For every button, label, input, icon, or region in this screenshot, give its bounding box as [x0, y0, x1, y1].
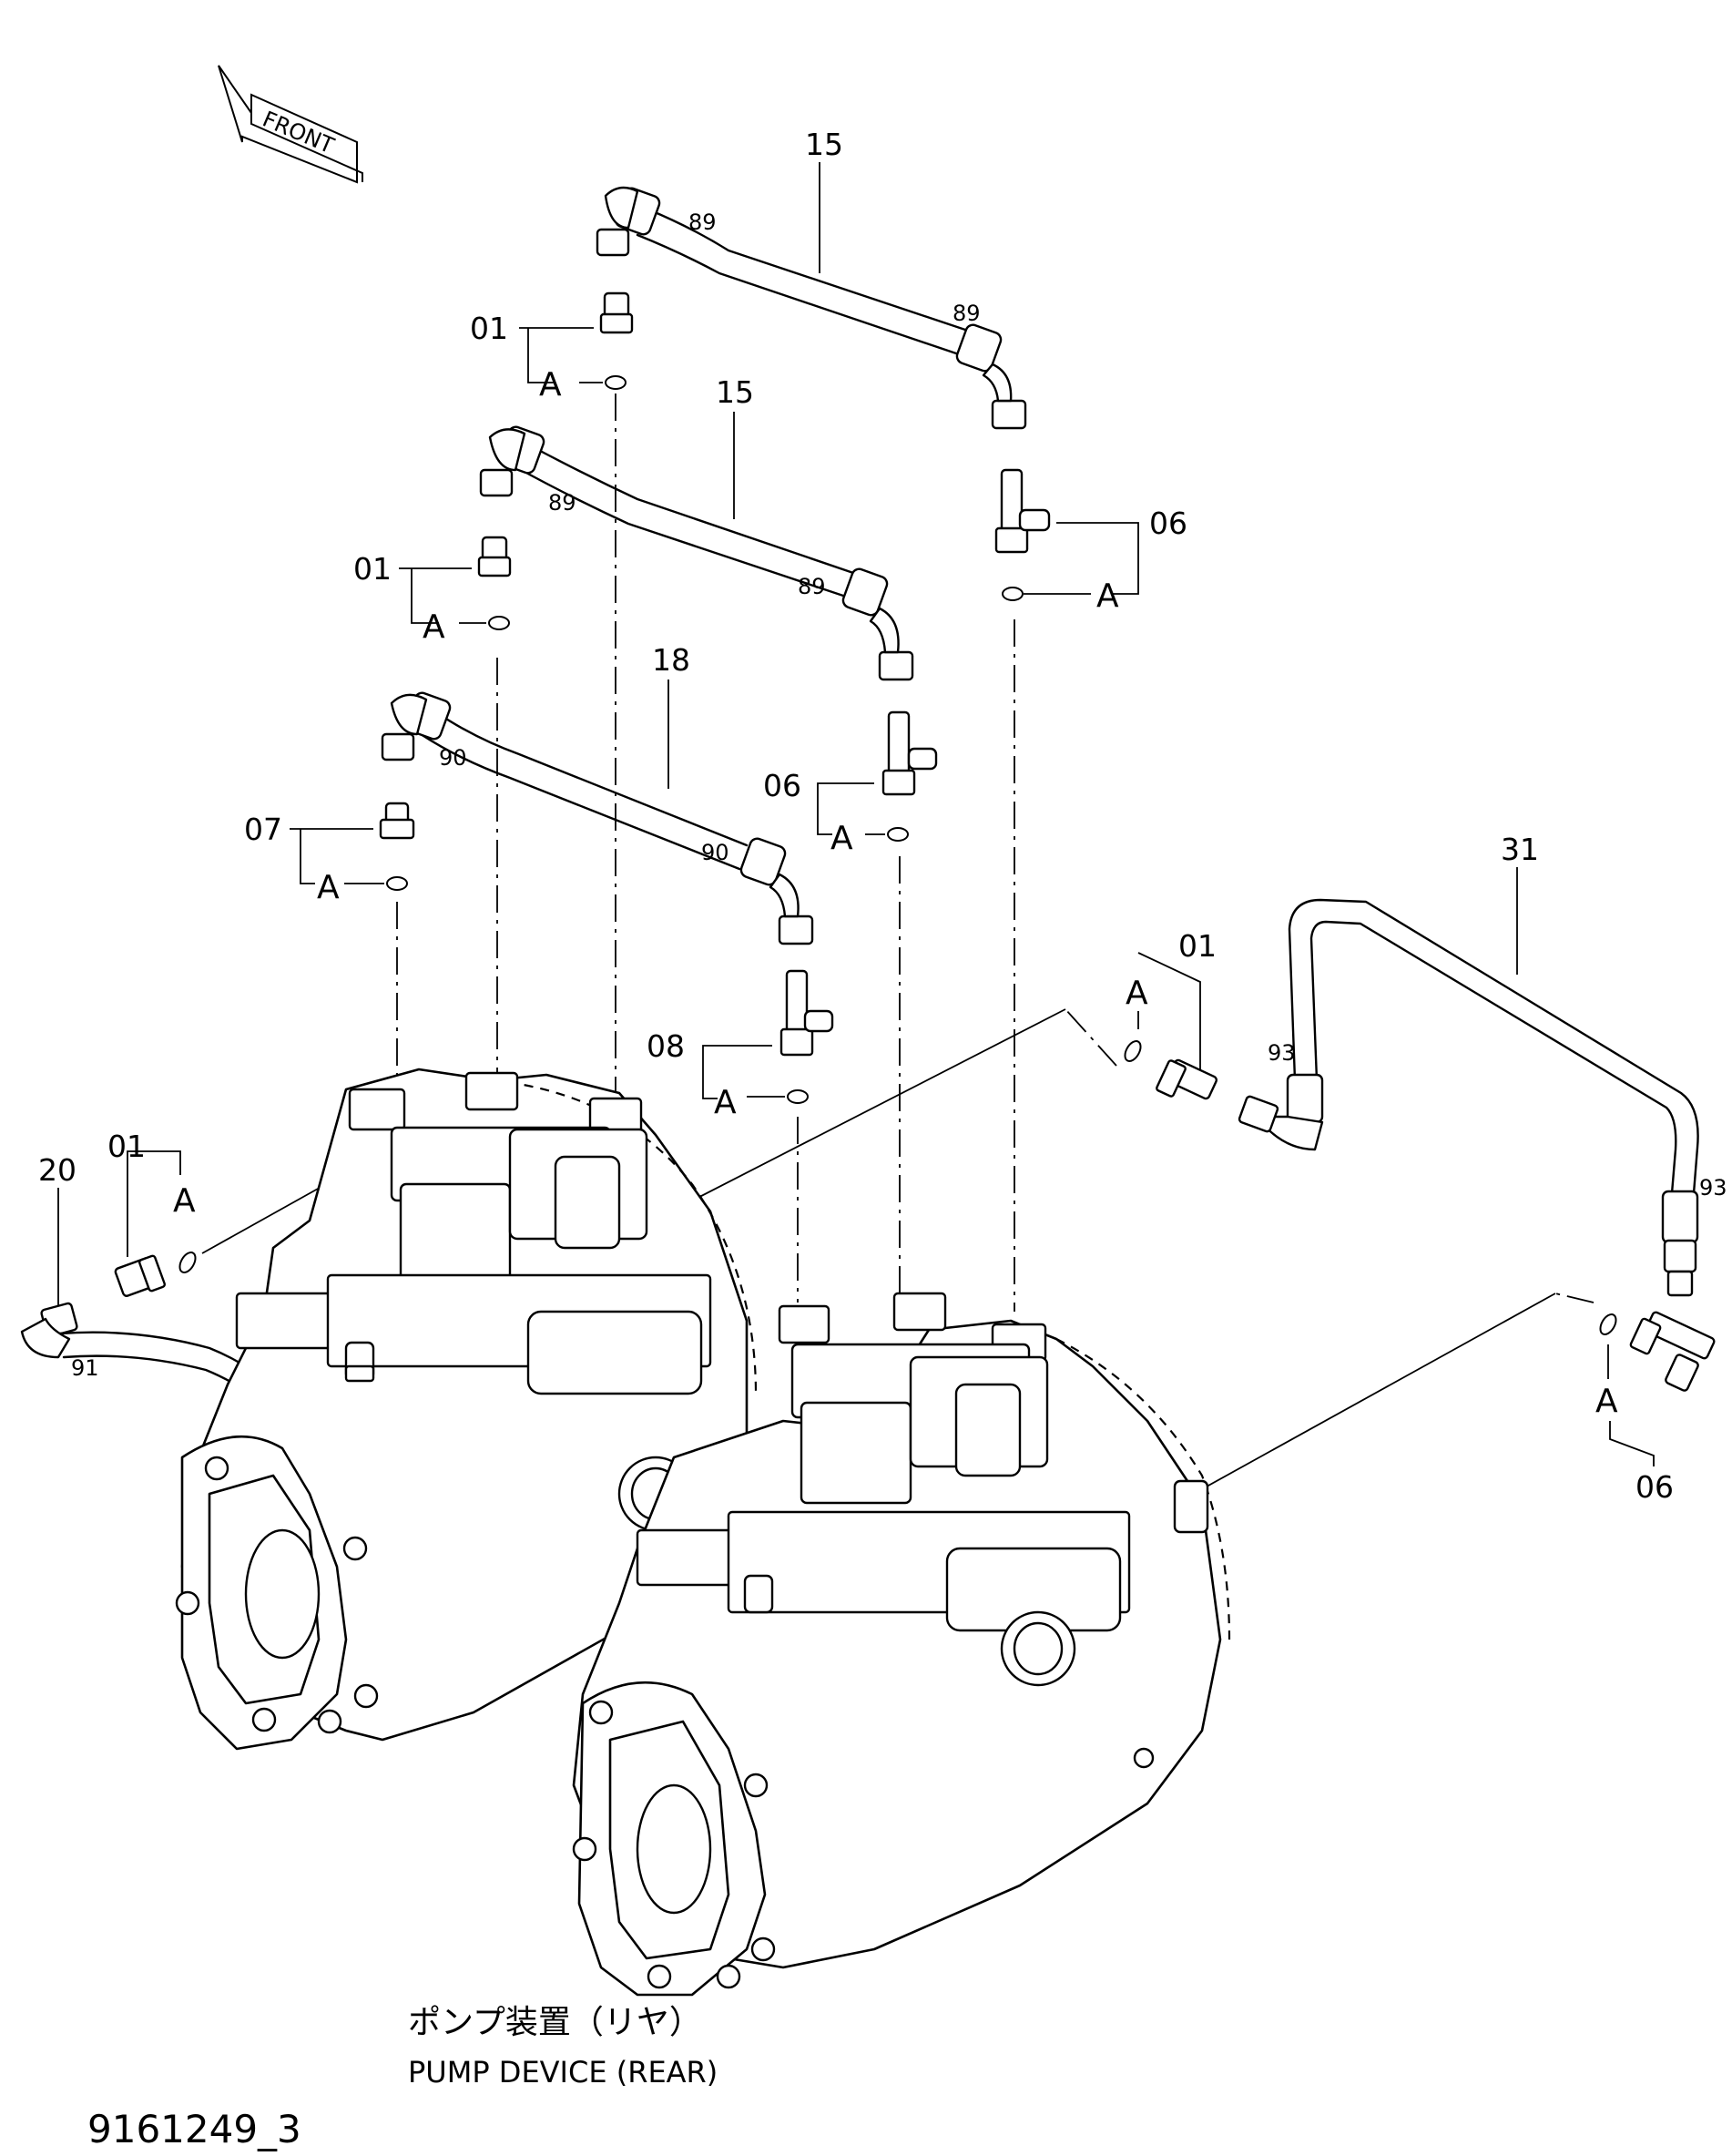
pipe-15-lower: [479, 412, 914, 681]
pump-right: [572, 1292, 1231, 1997]
oring-a-9: A: [173, 1182, 196, 1220]
callout-06-b: 06: [763, 768, 801, 803]
callout-15-lower: 15: [716, 374, 754, 410]
callout-01-c: 01: [1178, 928, 1217, 964]
fitting-01-top: [519, 291, 634, 1093]
callout-20: 20: [38, 1152, 76, 1188]
front-arrow: FRONT: [218, 65, 363, 184]
pump-left: [175, 1068, 758, 1751]
oring-a-6: A: [714, 1084, 737, 1121]
callout-01-d: 01: [107, 1129, 146, 1164]
pipe-31: [1238, 867, 1699, 1297]
fitting-06-middle: [817, 710, 938, 1293]
caption-english: PUMP DEVICE (REAR): [408, 2055, 718, 2090]
callout-06-c: 06: [1635, 1469, 1674, 1505]
oring-a-2: A: [423, 608, 445, 646]
pipe-18: [381, 679, 814, 945]
fitting-06-top: [994, 468, 1139, 1312]
callout-08: 08: [647, 1028, 685, 1064]
callout-18: 18: [652, 642, 690, 678]
label-90-2: 90: [701, 840, 729, 865]
oring-a-4: A: [830, 820, 853, 857]
oring-a-3: A: [1096, 577, 1119, 615]
caption-japanese: ポンプ装置（リヤ）: [408, 2004, 702, 2041]
front-label: FRONT: [259, 106, 338, 158]
label-93-2: 93: [1699, 1175, 1727, 1201]
label-91-1: 91: [71, 1355, 99, 1381]
label-93-1: 93: [1268, 1040, 1296, 1066]
fitting-08: [702, 969, 834, 1303]
fitting-01-second: [399, 536, 512, 1075]
callout-07: 07: [244, 812, 282, 847]
fitting-07: [290, 802, 415, 1080]
label-90-1: 90: [439, 745, 467, 771]
label-89-4: 89: [798, 574, 826, 599]
label-89-3: 89: [548, 490, 576, 516]
callout-15-upper: 15: [805, 127, 843, 162]
callout-01-a: 01: [470, 311, 508, 346]
figure-number: 9161249_3: [87, 2107, 301, 2151]
oring-a-7: A: [1126, 975, 1148, 1012]
oring-a-1: A: [539, 366, 562, 404]
callout-31: 31: [1501, 832, 1539, 867]
label-89-2: 89: [953, 301, 981, 326]
pipe-15-upper: [596, 162, 1027, 430]
label-89-1: 89: [688, 209, 717, 235]
callout-01-b: 01: [353, 551, 392, 587]
oring-a-5: A: [317, 869, 340, 906]
callout-06-a: 06: [1149, 506, 1187, 541]
oring-a-8: A: [1595, 1383, 1618, 1420]
